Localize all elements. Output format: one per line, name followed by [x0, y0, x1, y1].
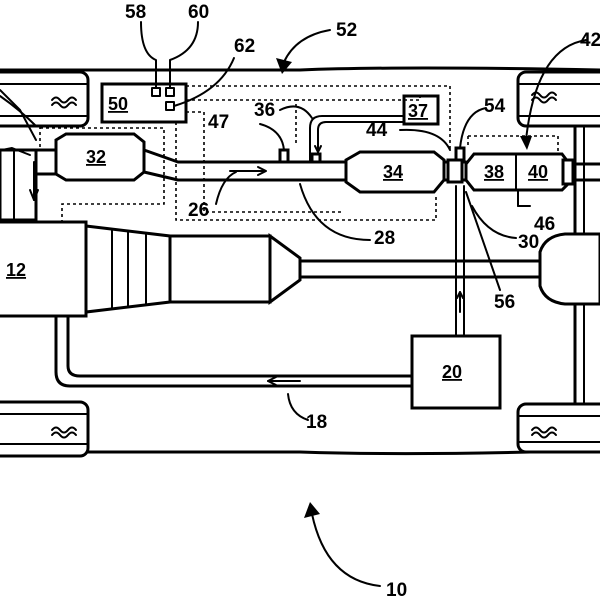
label-28: 28 — [374, 228, 395, 249]
label-60: 60 — [188, 2, 209, 23]
reductant-line-18 — [54, 314, 414, 388]
wheel-rear-left — [0, 400, 90, 458]
label-40: 40 — [528, 162, 548, 182]
control-lines — [39, 85, 559, 222]
label-37: 37 — [408, 101, 428, 121]
label-47: 47 — [208, 112, 229, 133]
label-26: 26 — [188, 200, 209, 221]
exhaust-pipe-28 — [442, 158, 468, 184]
dpf-32 — [54, 132, 146, 182]
label-12: 12 — [6, 260, 26, 280]
label-38: 38 — [484, 162, 504, 182]
label-10: 10 — [386, 580, 407, 600]
label-62: 62 — [234, 36, 255, 57]
exhaust-manifold — [0, 89, 39, 222]
label-18: 18 — [306, 412, 327, 433]
wheel-rear-right — [516, 402, 600, 454]
label-54: 54 — [484, 96, 506, 117]
engine — [0, 220, 302, 318]
label-20: 20 — [442, 362, 462, 382]
drive-shaft — [298, 259, 542, 279]
leader-lines — [0, 21, 587, 587]
doser-line-36 — [309, 115, 405, 164]
label-32: 32 — [86, 147, 106, 167]
label-44: 44 — [366, 120, 388, 141]
label-34: 34 — [383, 162, 403, 182]
wheel-front-left — [0, 70, 90, 128]
input-port-60 — [165, 87, 175, 97]
label-56: 56 — [494, 292, 515, 313]
differential — [538, 232, 600, 306]
scr-38-40 — [464, 152, 570, 192]
label-46: 46 — [534, 214, 555, 235]
label-30: 30 — [518, 232, 539, 253]
input-port-58 — [151, 87, 161, 97]
label-50: 50 — [108, 94, 128, 114]
supply-line-to-mixer — [455, 185, 465, 337]
sensor-47 — [278, 148, 290, 164]
sensor-54 — [454, 146, 466, 162]
label-42: 42 — [580, 30, 600, 51]
label-36: 36 — [254, 100, 275, 121]
label-58: 58 — [125, 2, 146, 23]
label-52: 52 — [336, 20, 357, 41]
wheel-front-right — [516, 70, 600, 128]
tank-20 — [410, 334, 502, 410]
doser-37 — [402, 94, 440, 126]
tailpipe — [561, 158, 600, 186]
output-port-62 — [165, 101, 175, 111]
